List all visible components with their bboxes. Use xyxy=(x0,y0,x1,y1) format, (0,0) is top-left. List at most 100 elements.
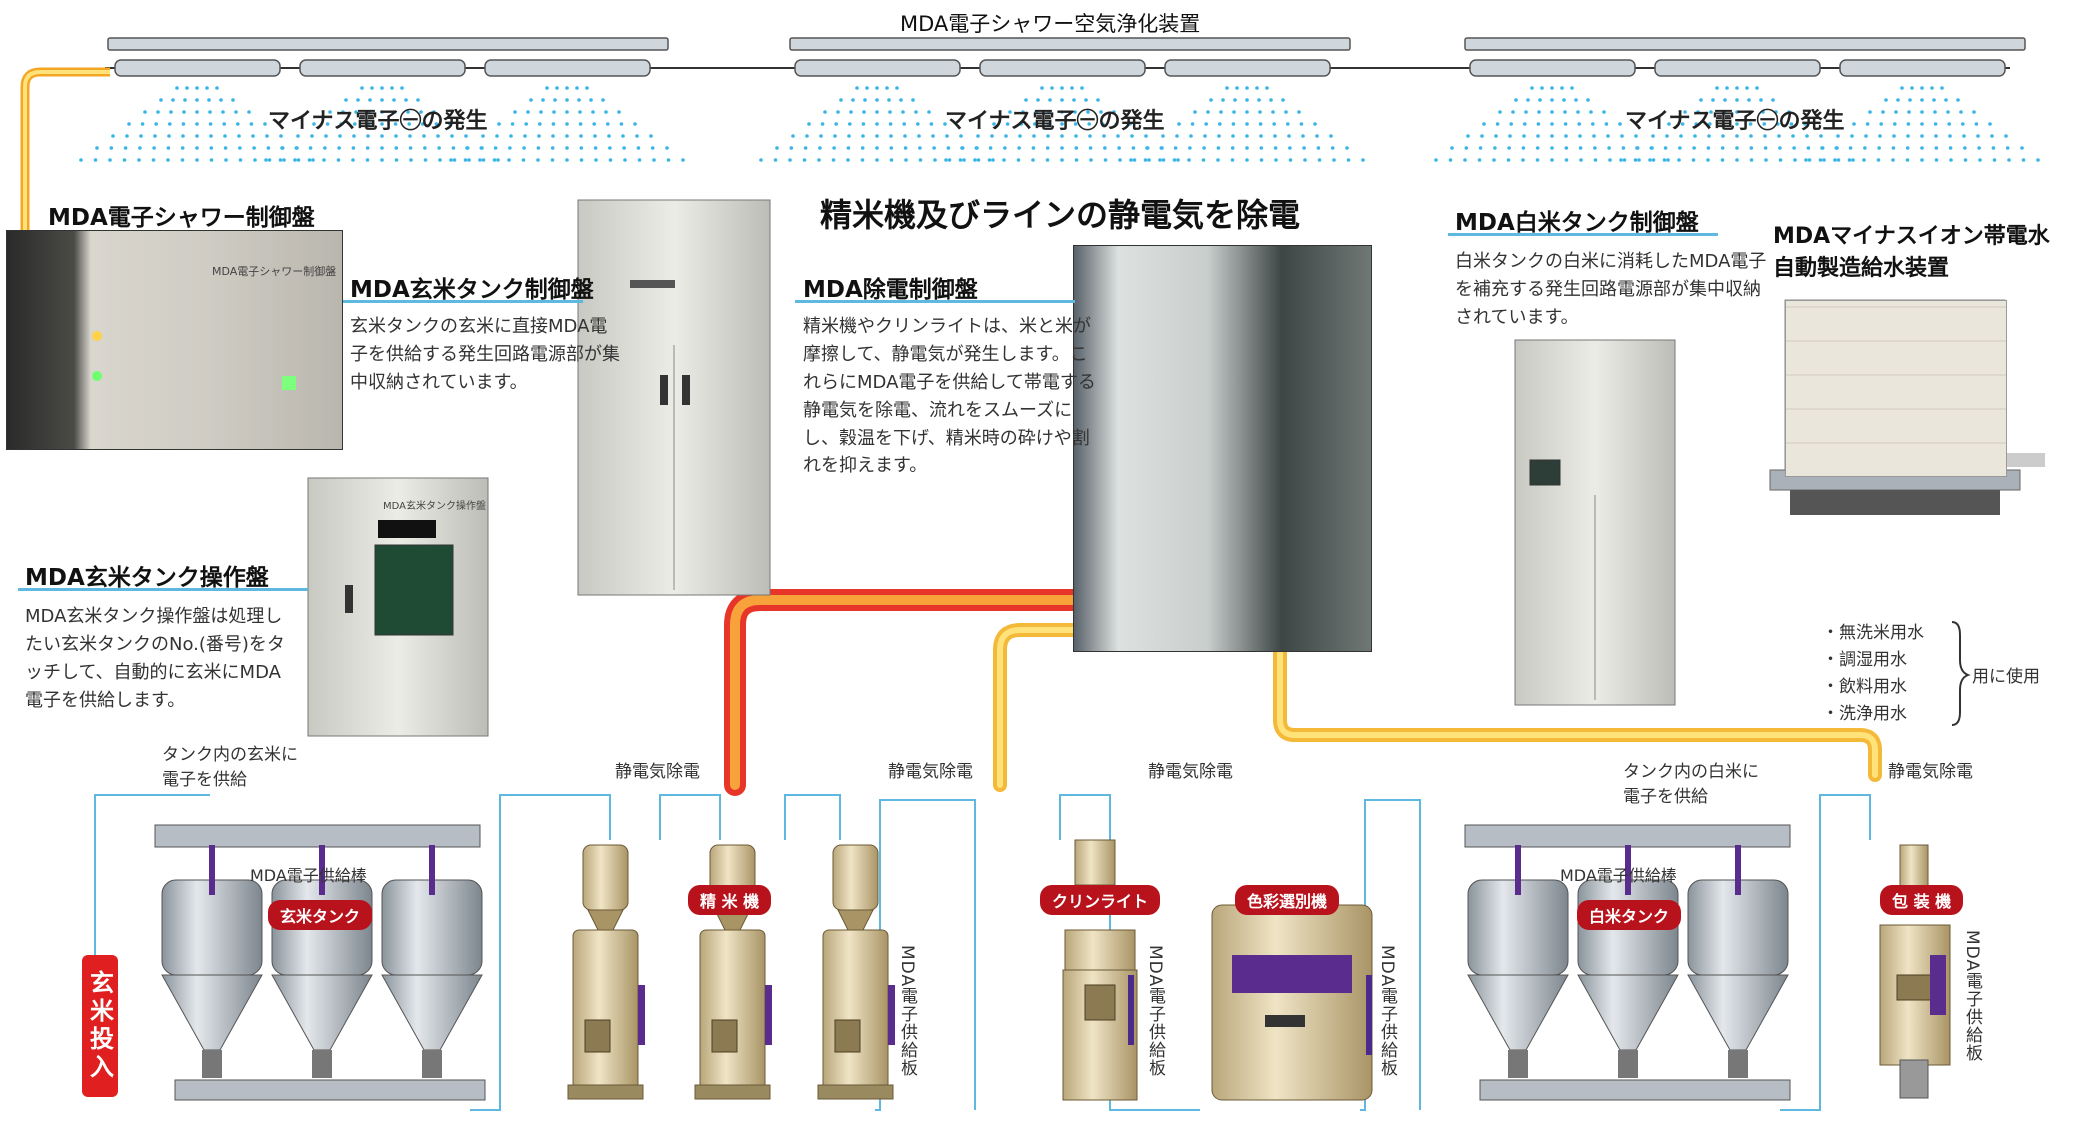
electron-dot xyxy=(1245,98,1249,102)
electron-dot xyxy=(1143,158,1148,162)
electron-dot xyxy=(976,134,980,138)
electron-dot xyxy=(911,98,915,102)
electron-dot xyxy=(1711,98,1715,102)
electron-dot xyxy=(422,134,426,138)
electron-dot xyxy=(1175,134,1179,138)
electron-dot xyxy=(1008,110,1012,114)
shower-panel-photo: MDA電子シャワー制御盤 xyxy=(6,230,343,450)
electron-dot xyxy=(791,134,795,138)
electron-dot xyxy=(1894,110,1898,114)
electron-dot xyxy=(759,158,763,162)
electron-dots xyxy=(79,86,2040,162)
genmai-operation-desc: MDA玄米タンク操作盤は処理したい玄米タンクのNo.(番号)をタッチして、自動的… xyxy=(25,606,285,711)
electron-dot xyxy=(1696,110,1700,114)
electron-dot xyxy=(1735,134,1739,138)
electron-dot xyxy=(565,86,569,90)
electron-dot xyxy=(434,122,439,126)
electron-dot xyxy=(1959,110,1963,114)
electron-dot xyxy=(1735,110,1739,114)
electron-dot xyxy=(1060,122,1064,126)
electron-dot xyxy=(252,146,256,150)
electron-dot xyxy=(1721,134,1725,138)
electron-dot xyxy=(1073,122,1078,126)
electron-dot xyxy=(1017,146,1021,150)
electron-dot xyxy=(895,86,899,90)
electron-dot xyxy=(419,110,423,114)
electron-dot xyxy=(1112,110,1116,114)
electron-dot xyxy=(578,122,583,126)
genmai-input-badge: 玄米投入 xyxy=(82,955,118,1097)
electron-dot xyxy=(1920,98,1924,102)
electron-dot xyxy=(1683,110,1687,114)
electron-dot xyxy=(860,146,865,150)
electron-dot xyxy=(1863,146,1867,150)
electron-dot xyxy=(1777,134,1781,138)
electron-dot xyxy=(337,146,341,150)
electron-dot xyxy=(93,158,98,162)
jyoden-panel-photo xyxy=(1073,245,1372,652)
electron-dot xyxy=(1550,110,1554,114)
electron-dot xyxy=(623,158,627,162)
electron-dot xyxy=(578,110,582,114)
electron-dot xyxy=(1722,110,1726,114)
electron-dot xyxy=(552,110,556,114)
tag-seimai: 精 米 機 xyxy=(688,885,772,915)
electron-dot xyxy=(1564,146,1569,150)
electron-dot xyxy=(1218,122,1222,126)
electron-dot xyxy=(1004,134,1008,138)
electron-dot xyxy=(123,146,128,150)
electron-dot xyxy=(1778,146,1782,150)
electron-dot xyxy=(1245,86,1249,90)
electron-dot xyxy=(215,86,219,90)
electron-dot xyxy=(221,110,225,114)
electron-dot xyxy=(1878,134,1882,138)
electron-dot xyxy=(394,134,398,138)
electron-dot xyxy=(529,98,533,102)
electron-dot xyxy=(1651,134,1655,138)
electron-dot xyxy=(932,146,936,150)
electron-dot xyxy=(409,158,413,162)
electron-dot xyxy=(1578,146,1583,150)
electron-dot xyxy=(1540,86,1544,90)
electron-dot xyxy=(2021,158,2026,162)
electron-dot xyxy=(1096,98,1100,102)
electron-dot xyxy=(1288,146,1292,150)
storage-tank xyxy=(161,845,263,1078)
electron-dot xyxy=(208,122,213,126)
electron-dot xyxy=(1709,110,1713,114)
electron-dot xyxy=(589,98,593,102)
electron-dot xyxy=(352,134,356,138)
water-use-3: ・飲料用水 xyxy=(1822,677,1907,697)
electron-dot xyxy=(1749,134,1753,138)
electron-dot xyxy=(1836,158,1841,162)
electron-dot xyxy=(380,86,384,90)
electron-dot xyxy=(1946,110,1950,114)
electron-dot xyxy=(1480,134,1484,138)
electron-dot xyxy=(308,146,313,150)
electron-dot xyxy=(1209,98,1213,102)
electron-dot xyxy=(1235,86,1239,90)
electron-dot xyxy=(1230,158,1235,162)
electron-dot xyxy=(1271,110,1275,114)
packing-machine xyxy=(1879,844,1951,1099)
electron-dot xyxy=(1507,146,1511,150)
electron-dot xyxy=(1530,86,1534,90)
electron-dot xyxy=(976,158,981,162)
electron-dot xyxy=(1803,122,1807,126)
electron-dot xyxy=(1560,86,1564,90)
electron-dot xyxy=(1003,146,1007,150)
electron-dot xyxy=(151,158,156,162)
electron-dot xyxy=(1564,158,1569,162)
electron-dot xyxy=(875,146,879,150)
shower-units xyxy=(107,37,2026,77)
electron-dot xyxy=(1190,122,1195,126)
electron-dot xyxy=(1977,146,1981,150)
electron-dot xyxy=(1787,110,1791,114)
electron-dot xyxy=(1620,134,1624,138)
seimai-machine xyxy=(567,844,645,1100)
electron-dot xyxy=(1144,134,1148,138)
electron-dot xyxy=(1259,134,1263,138)
electron-dot xyxy=(1649,146,1654,150)
electron-dot xyxy=(539,110,543,114)
electron-dot xyxy=(1789,122,1794,126)
